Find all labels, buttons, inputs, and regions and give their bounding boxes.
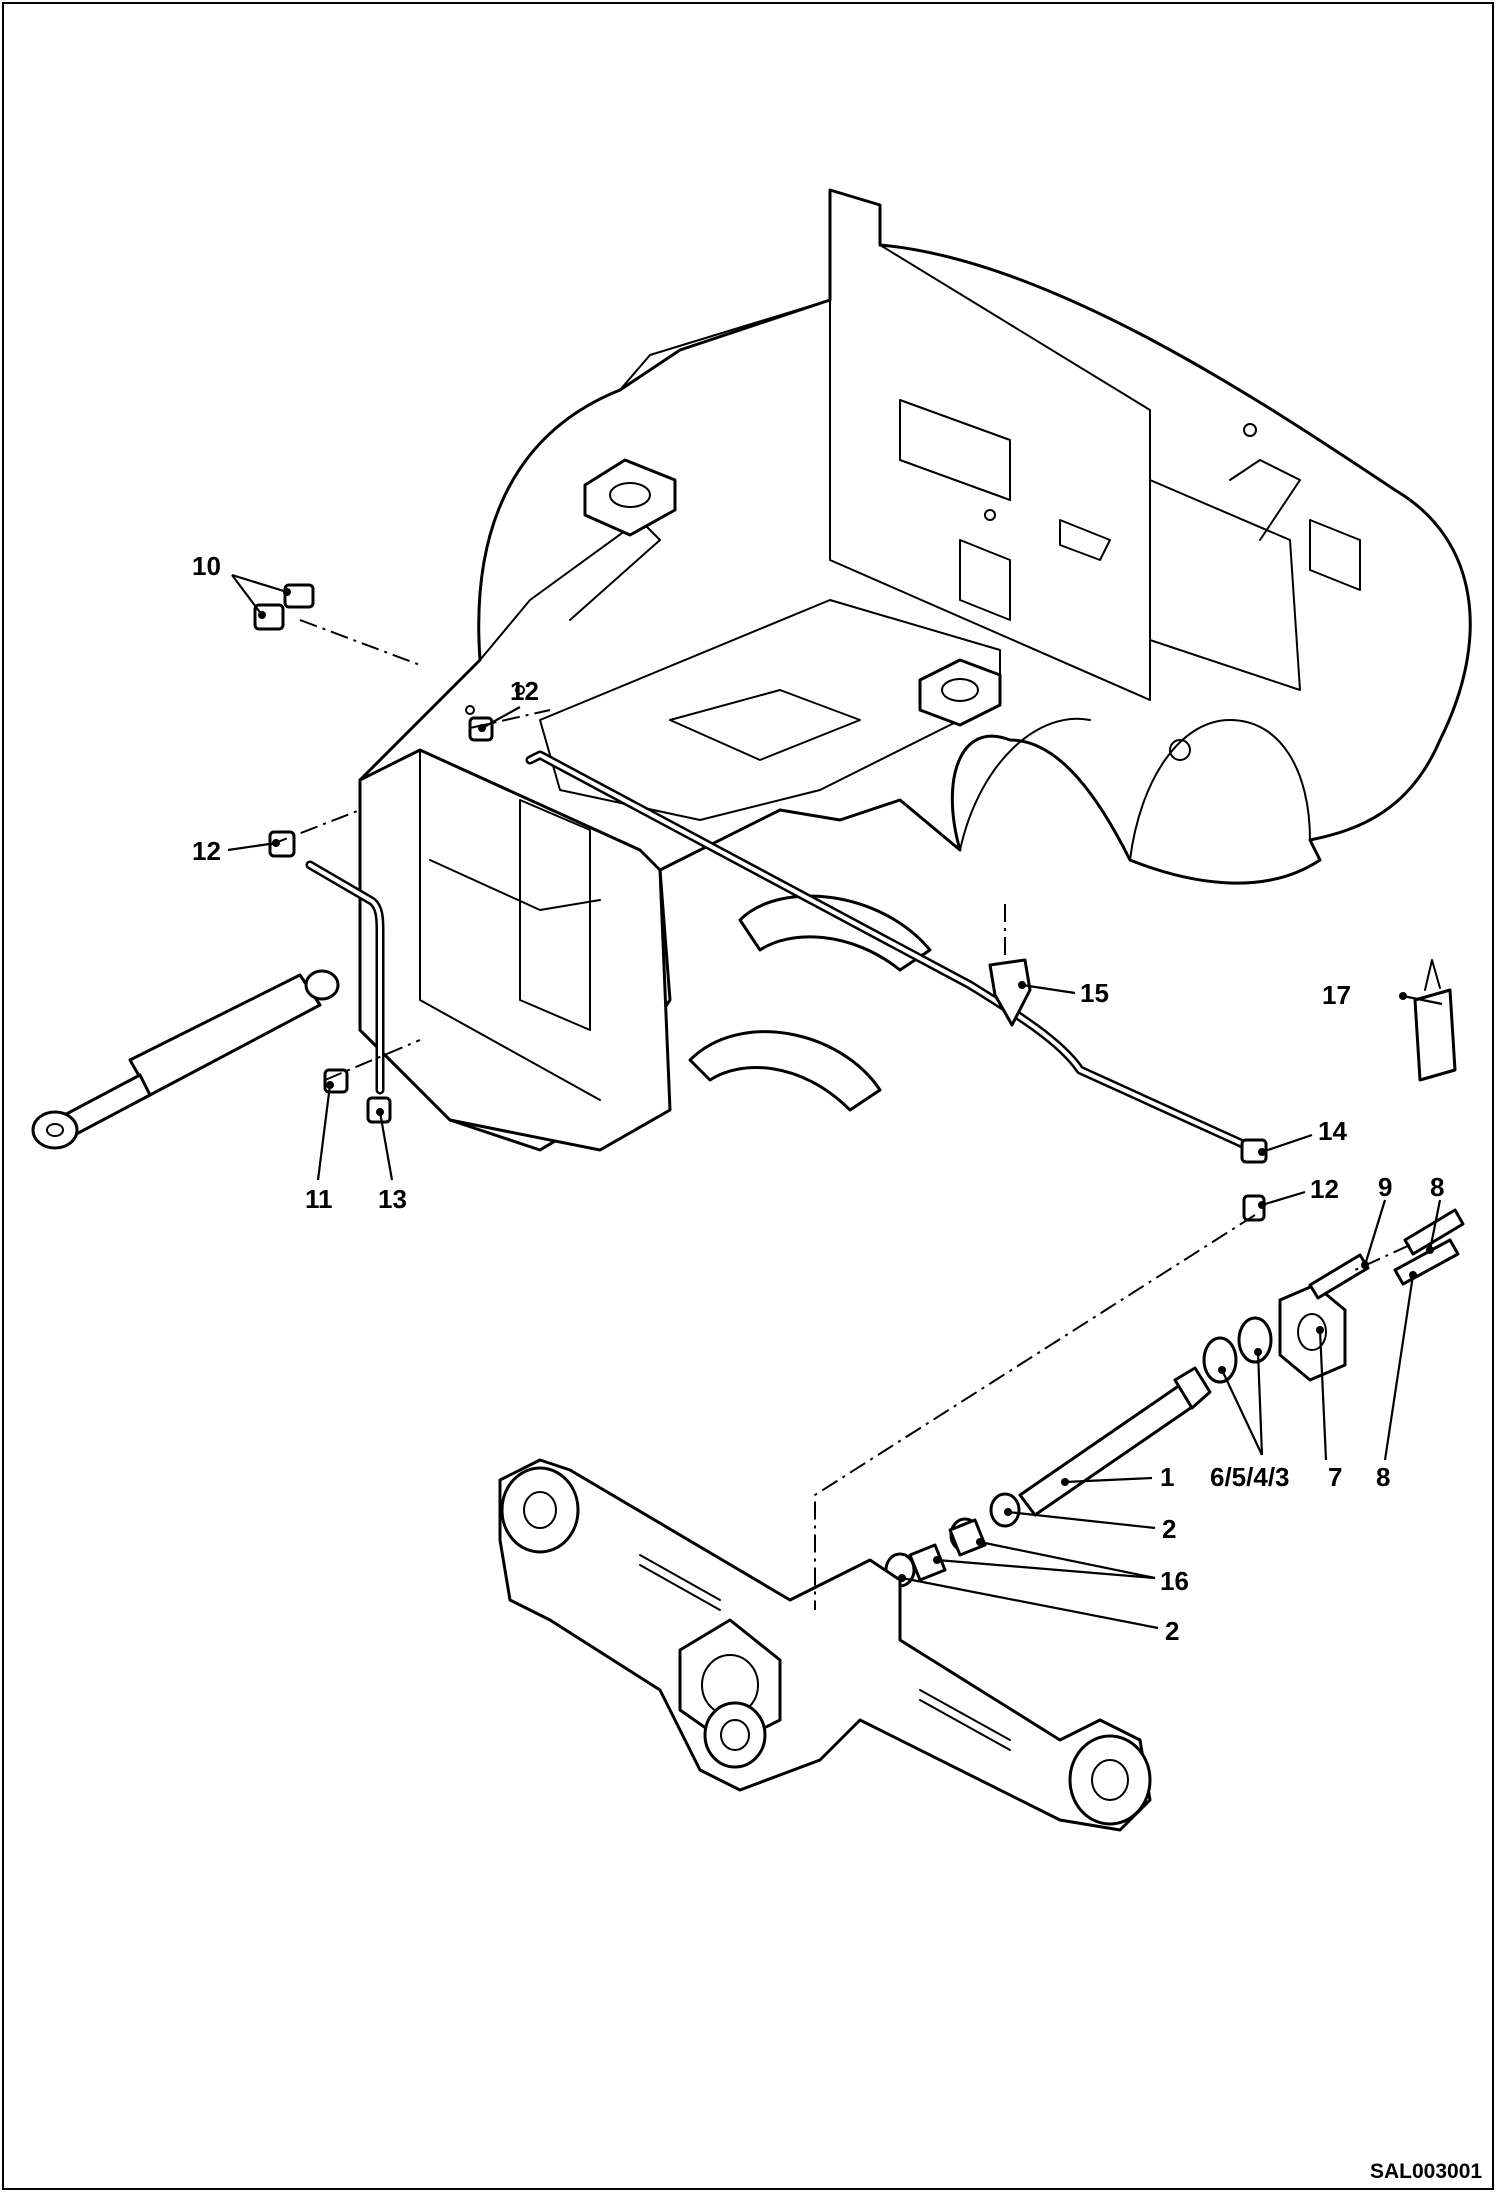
callout-2-top: 2	[1162, 1514, 1176, 1544]
callout-17: 17	[1322, 980, 1351, 1010]
callout-9: 9	[1378, 1172, 1392, 1202]
callout-8-bottom: 8	[1376, 1462, 1390, 1492]
callout-1: 1	[1160, 1462, 1174, 1492]
steering-cylinder	[31, 969, 340, 1150]
callout-16: 16	[1160, 1566, 1189, 1596]
rear-axle	[498, 1458, 1152, 1832]
callout-10: 10	[192, 551, 221, 581]
callout-11: 11	[305, 1184, 333, 1214]
callout-15: 15	[1080, 978, 1109, 1008]
callout-12-top: 12	[510, 676, 539, 706]
callout-7: 7	[1328, 1462, 1342, 1492]
drawing-code: SAL003001	[1370, 2160, 1482, 2183]
callout-leaders	[227, 573, 1443, 1630]
callout-8-top: 8	[1430, 1172, 1444, 1202]
callout-14: 14	[1318, 1116, 1347, 1146]
callout-12-right: 12	[1310, 1174, 1339, 1204]
hydraulic-lines	[305, 750, 1250, 1150]
rear-frame-body	[358, 188, 1472, 1152]
callout-6-5-4-3: 6/5/4/3	[1210, 1462, 1290, 1492]
callout-12-left: 12	[192, 836, 221, 866]
callout-13: 13	[378, 1184, 407, 1214]
callout-labels: 10 12 12 11 13 15 17 14 12 9 8 1 6/5/4/3…	[192, 551, 1482, 2183]
callout-2-bottom: 2	[1165, 1616, 1179, 1646]
